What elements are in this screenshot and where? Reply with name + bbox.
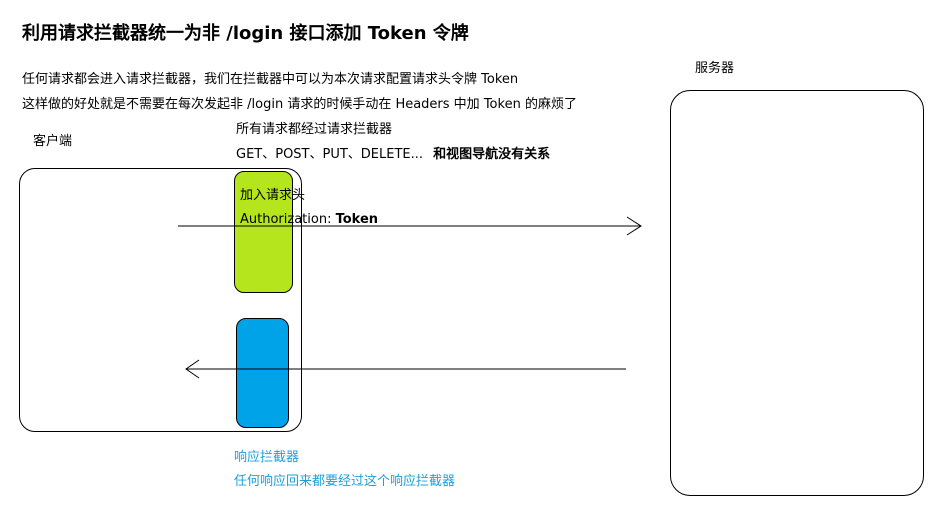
request-interceptor-note: 所有请求都经过请求拦截器 <box>236 122 393 137</box>
request-header-field: Authorization: Token <box>240 211 378 229</box>
request-arrow <box>178 216 642 236</box>
server-box <box>670 90 924 496</box>
request-header-key: Authorization: <box>240 212 336 227</box>
description-line-2: 这样做的好处就是不需要在每次发起非 /login 请求的时候手动在 Header… <box>22 97 577 112</box>
request-methods: GET、POST、PUT、DELETE... 和视图导航没有关系 <box>236 146 550 164</box>
server-label: 服务器 <box>695 61 735 76</box>
client-label: 客户端 <box>33 134 73 149</box>
description-line-1: 任何请求都会进入请求拦截器，我们在拦截器中可以为本次请求配置请求头令牌 Toke… <box>22 72 519 87</box>
client-box <box>19 168 302 432</box>
request-interceptor-block <box>234 171 293 293</box>
response-interceptor-block <box>236 318 289 428</box>
response-arrow <box>185 359 626 379</box>
request-methods-note: 和视图导航没有关系 <box>433 147 551 162</box>
response-interceptor-note: 任何响应回来都要经过这个响应拦截器 <box>234 474 456 489</box>
request-methods-list: GET、POST、PUT、DELETE... <box>236 147 424 162</box>
diagram-title: 利用请求拦截器统一为非 /login 接口添加 Token 令牌 <box>22 23 469 44</box>
request-header-value: Token <box>335 212 379 227</box>
response-interceptor-label: 响应拦截器 <box>234 450 300 465</box>
request-header-label: 加入请求头 <box>240 188 306 203</box>
